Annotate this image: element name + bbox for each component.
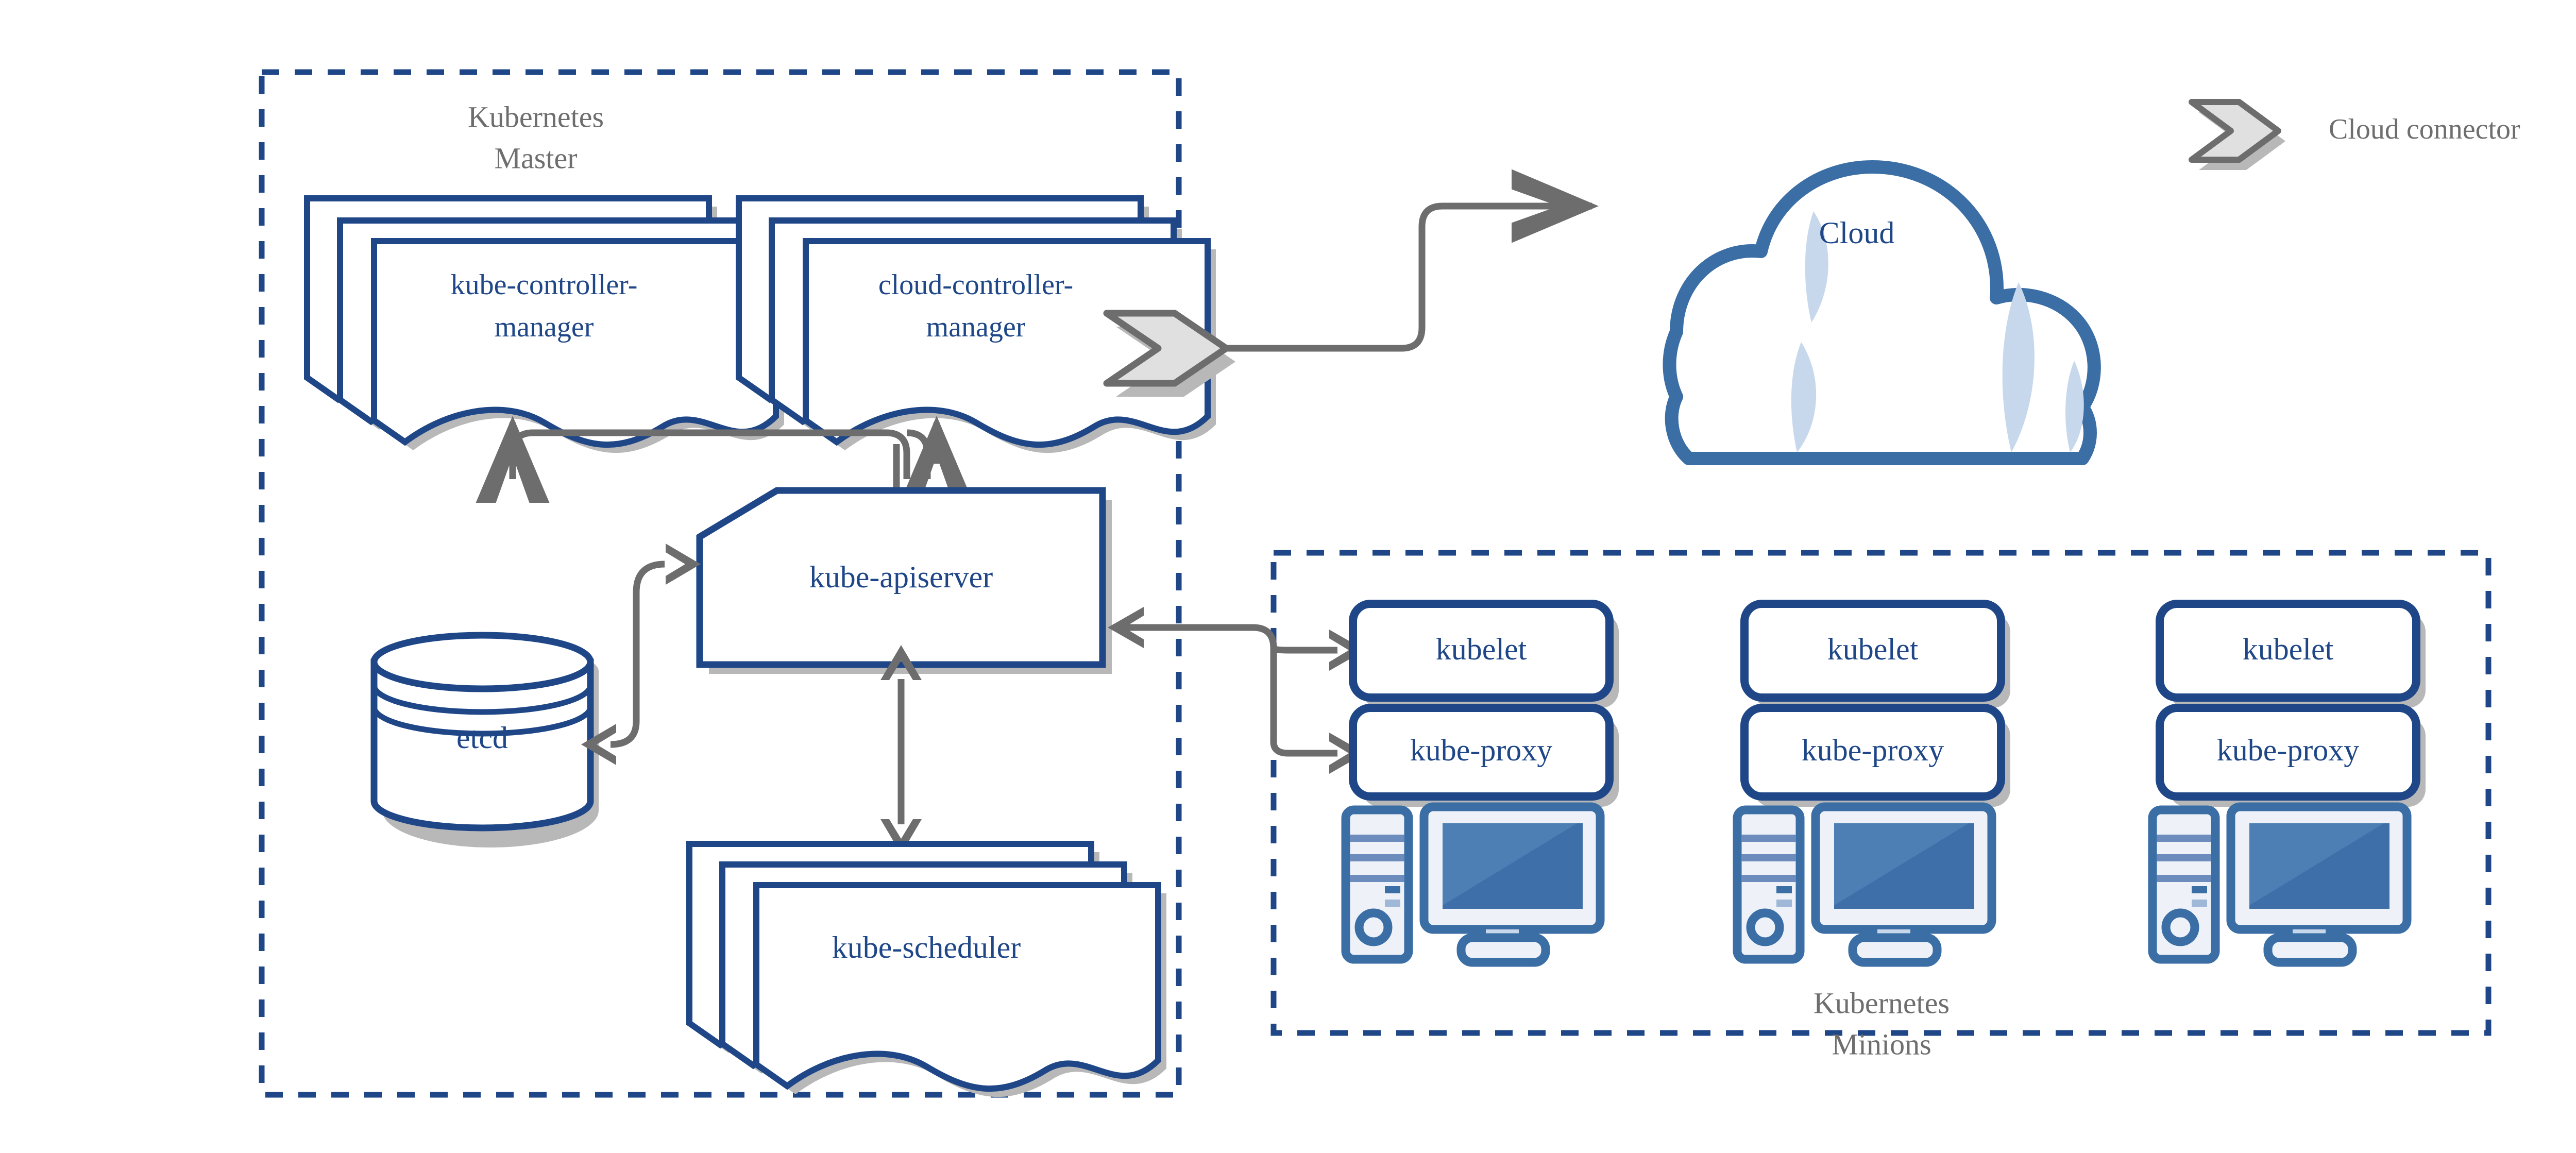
minion1-computer-icon [1341, 802, 1605, 967]
node-kube-controller-manager[interactable]: kube-controller- manager [307, 198, 784, 453]
etcd-top [370, 632, 594, 692]
etcd-label: etcd [456, 721, 508, 755]
arrowhead-sched-down [880, 819, 922, 854]
node-cloud-controller-manager[interactable]: cloud-controller- manager [739, 198, 1216, 453]
kube-scheduler-label: kube-scheduler [832, 930, 1021, 964]
minions-boundary [1270, 550, 2492, 1036]
node-kube-scheduler[interactable]: kube-scheduler [689, 844, 1166, 1097]
minion2-kubelet-box[interactable] [1740, 600, 2005, 702]
node-etcd[interactable]: etcd [370, 632, 599, 847]
cloud-accent-4 [2065, 361, 2084, 452]
minion1-kubelet-label: kubelet [1436, 632, 1527, 666]
cloud-controller-manager-label-line1: cloud-controller- [878, 269, 1073, 301]
connector-apiserver-scheduler [880, 645, 922, 854]
legend-chevron-icon [2189, 99, 2281, 163]
minion1-kubeproxy-label: kube-proxy [1410, 733, 1553, 767]
master-title-line1: Kubernetes [468, 100, 604, 133]
cloud-controller-manager-label-line2: manager [926, 311, 1026, 343]
minions-title-line1: Kubernetes [1814, 986, 1950, 1020]
arrowhead-sched-up [880, 645, 922, 680]
minion3-kubeproxy-label: kube-proxy [2217, 733, 2360, 767]
minion2-kubeproxy-box[interactable] [1740, 704, 2005, 801]
minion2-kubeproxy-label: kube-proxy [1802, 733, 1944, 767]
kube-controller-manager-label-line1: kube-controller- [451, 269, 638, 301]
cloud-accent-3 [2002, 282, 2035, 452]
minion3-kubeproxy-box[interactable] [2156, 704, 2420, 801]
etcd-ring-2 [371, 706, 594, 737]
arrowhead-to-etcd [581, 724, 616, 765]
chevron-icon [1103, 310, 1230, 387]
kube-controller-manager-label-line2: manager [495, 311, 594, 343]
arrow-ccm-cloud [1226, 169, 1599, 352]
manager-bus-branch [906, 429, 931, 479]
etcd-body [370, 658, 594, 832]
master-boundary [259, 69, 1182, 1098]
minion2-kubelet-label: kubelet [1827, 632, 1919, 666]
kube-apiserver-label: kube-apiserver [809, 560, 993, 594]
etcd-link-line [610, 561, 665, 748]
minions-title-line2: Minions [1832, 1027, 1931, 1061]
connector-apiserver-etcd [581, 544, 701, 765]
arrowhead-to-apiserver [666, 544, 701, 585]
arrowhead-to-kubelet [1329, 630, 1365, 671]
minion1-kubelet-box[interactable] [1349, 600, 1614, 702]
minion-bus-upper [1270, 646, 1337, 654]
minion3-kubelet-label: kubelet [2243, 632, 2334, 666]
minion-node-3[interactable]: kubelet kube-proxy [2148, 600, 2426, 967]
cloud-accent-2 [1791, 342, 1817, 452]
node-kube-apiserver[interactable]: kube-apiserver [696, 487, 1112, 674]
minion2-computer-icon [1733, 802, 1996, 967]
cloud-outline [1663, 160, 2101, 465]
connector-apiserver-minions [1108, 607, 1365, 774]
minion-node-2[interactable]: kubelet kube-proxy [1733, 600, 2010, 967]
cloud-accent-1 [1805, 211, 1828, 323]
arrowhead-to-kubeproxy [1329, 733, 1365, 774]
minion-node-1[interactable]: kubelet kube-proxy [1341, 600, 1619, 967]
minion3-kubelet-box[interactable] [2156, 600, 2420, 702]
cloud-connector-icon-node [1103, 310, 1235, 397]
etcd-ring-1 [371, 685, 594, 715]
apiserver-box [696, 487, 1106, 668]
minion1-kubeproxy-box[interactable] [1349, 704, 1614, 801]
connector-ccm-to-cloud [1226, 169, 1599, 352]
master-title-line2: Master [494, 141, 577, 175]
legend-cloud-connector-label: Cloud connector [2329, 113, 2520, 145]
node-cloud[interactable]: Cloud [1663, 160, 2101, 465]
cloud-label: Cloud [1819, 216, 1895, 250]
legend-cloud-connector: Cloud connector [2189, 99, 2520, 170]
group-kubernetes-master: Kubernetes Master [259, 69, 1182, 1098]
group-kubernetes-minions: Kubernetes Minions [1270, 550, 2492, 1061]
minion3-computer-icon [2148, 802, 2412, 967]
arrowhead-to-apiserver-right [1108, 607, 1144, 648]
